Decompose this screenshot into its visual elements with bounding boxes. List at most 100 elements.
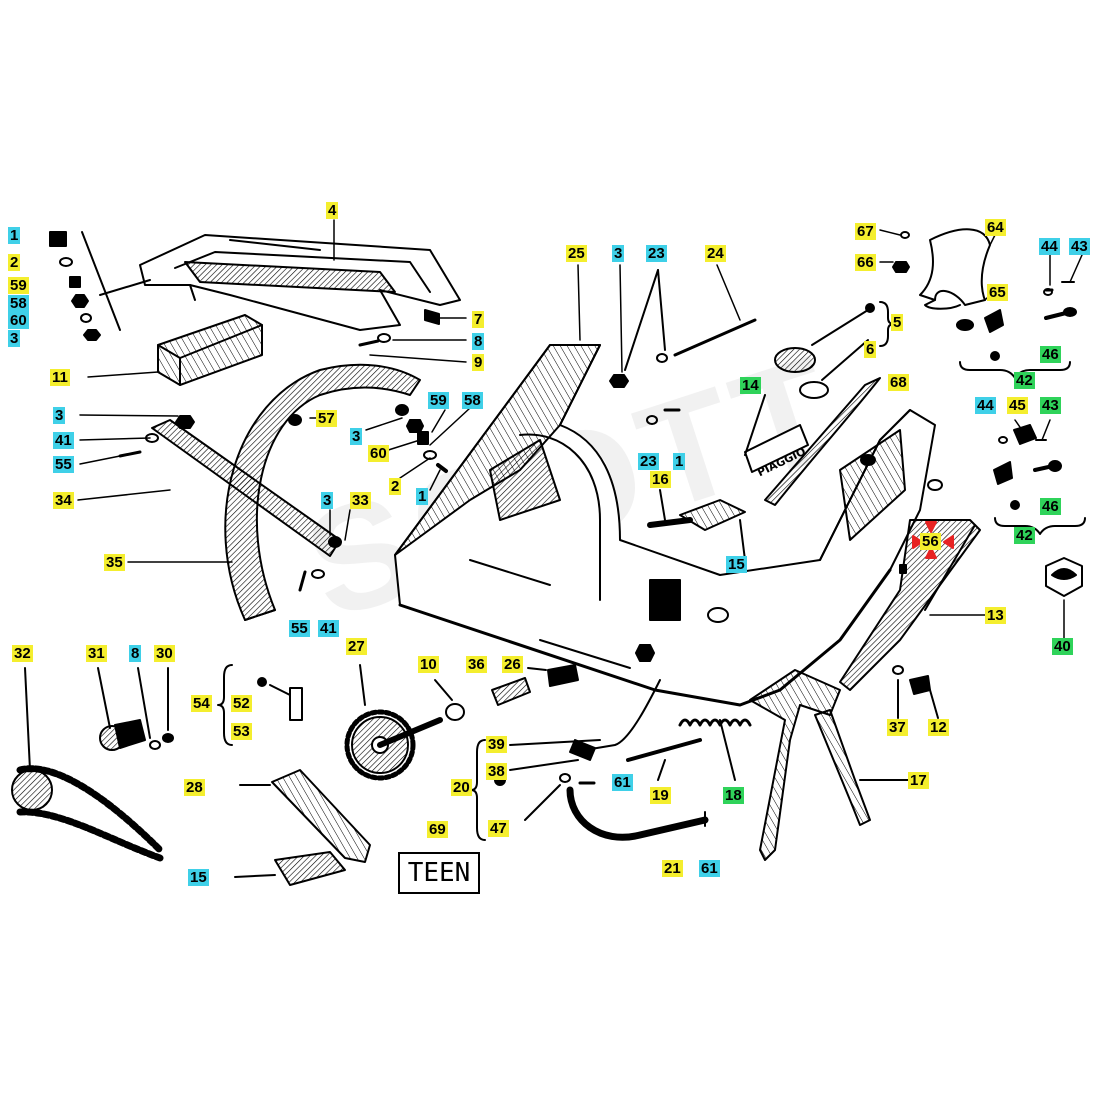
callout-14: 14: [740, 377, 761, 394]
callout-11: 11: [50, 369, 70, 386]
callout-45: 45: [1007, 397, 1028, 414]
sprocket-part: [344, 664, 443, 781]
callout-17: 17: [908, 772, 929, 789]
callout-3: 3: [53, 407, 66, 424]
callout-39: 39: [486, 736, 507, 753]
callout-24: 24: [705, 245, 726, 262]
callout-18: 18: [723, 787, 744, 804]
callout-60: 60: [8, 312, 29, 329]
callout-3: 3: [8, 330, 21, 347]
callout-36: 36: [466, 656, 487, 673]
callout-26: 26: [502, 656, 523, 673]
callout-64: 64: [985, 219, 1006, 236]
callout-15: 15: [188, 869, 209, 886]
decal-part: [744, 377, 881, 506]
callout-69: 69: [427, 821, 448, 838]
callout-47: 47: [488, 820, 509, 837]
callout-34: 34: [53, 492, 74, 509]
callout-23: 23: [646, 245, 667, 262]
toolbox-part: [157, 314, 263, 386]
callout-16: 16: [650, 471, 671, 488]
small-parts-center: [434, 664, 579, 721]
center-stand-part: [749, 669, 926, 861]
callout-43: 43: [1069, 238, 1090, 255]
callout-57: 57: [316, 410, 337, 427]
pedal-top-part: [647, 489, 746, 561]
callout-46: 46: [1040, 498, 1061, 515]
chain-part: [11, 667, 164, 862]
cable-hose-part: [470, 679, 709, 841]
callout-33: 33: [350, 492, 371, 509]
callout-41: 41: [53, 432, 74, 449]
leader-lines: [77, 219, 1083, 639]
teen-badge: TEEN: [398, 852, 480, 894]
callout-6: 6: [864, 341, 877, 358]
callout-37: 37: [887, 719, 908, 736]
crank-pedal-part: [234, 769, 371, 886]
callout-10: 10: [418, 656, 439, 673]
callout-61: 61: [612, 774, 633, 791]
callout-2: 2: [8, 254, 21, 271]
callout-27: 27: [346, 638, 367, 655]
callout-12: 12: [928, 719, 949, 736]
callout-2: 2: [389, 478, 402, 495]
callout-8: 8: [472, 333, 485, 350]
callout-58: 58: [8, 295, 29, 312]
callout-25: 25: [566, 245, 587, 262]
decal-text: PIAGGIO: [755, 445, 808, 480]
callout-30: 30: [154, 645, 175, 662]
callout-19: 19: [650, 787, 671, 804]
callout-42: 42: [1014, 527, 1035, 544]
callout-65: 65: [987, 284, 1008, 301]
callout-42: 42: [1014, 372, 1035, 389]
callout-55: 55: [53, 456, 74, 473]
callout-1: 1: [416, 488, 429, 505]
callout-60: 60: [368, 445, 389, 462]
callout-58: 58: [462, 392, 483, 409]
lower-right-hardware: [993, 424, 1086, 535]
callout-4: 4: [326, 202, 339, 219]
callout-54: 54: [191, 695, 212, 712]
callout-35: 35: [104, 554, 125, 571]
callout-66: 66: [855, 254, 876, 271]
callout-40: 40: [1052, 638, 1073, 655]
callout-9: 9: [472, 354, 485, 371]
callout-56: 56: [920, 533, 941, 550]
callout-61: 61: [699, 860, 720, 877]
callout-46: 46: [1040, 346, 1061, 363]
callout-28: 28: [184, 779, 205, 796]
luggage-rack-part: [139, 234, 461, 331]
callout-68: 68: [888, 374, 909, 391]
piaggio-logo-part: [1045, 557, 1083, 597]
pump-part: [217, 664, 303, 746]
footboard-part: [839, 519, 981, 691]
callout-67: 67: [855, 223, 876, 240]
callout-59: 59: [8, 277, 29, 294]
callout-3: 3: [350, 428, 363, 445]
callout-1: 1: [673, 453, 686, 470]
callout-21: 21: [662, 860, 683, 877]
callout-32: 32: [12, 645, 33, 662]
callout-3: 3: [612, 245, 625, 262]
spring-part: [626, 718, 752, 781]
leg-shield-part: [892, 228, 1077, 379]
callout-38: 38: [486, 763, 507, 780]
callout-13: 13: [985, 607, 1006, 624]
callout-55: 55: [289, 620, 310, 637]
left-hardware: [49, 231, 151, 341]
callout-52: 52: [231, 695, 252, 712]
tank-cap-part: [774, 301, 895, 399]
callout-59: 59: [428, 392, 449, 409]
hub-part: [97, 667, 174, 751]
callout-5: 5: [891, 314, 904, 331]
callout-20: 20: [451, 779, 472, 796]
callout-43: 43: [1040, 397, 1061, 414]
center-hardware: [358, 309, 448, 473]
piaggio-decal-text: PIAGGIO: [755, 445, 808, 480]
callout-15: 15: [726, 556, 747, 573]
stand-bolts: [892, 665, 939, 719]
rear-fender-part: [224, 363, 421, 621]
callout-23: 23: [638, 453, 659, 470]
callout-44: 44: [975, 397, 996, 414]
callout-44: 44: [1039, 238, 1060, 255]
